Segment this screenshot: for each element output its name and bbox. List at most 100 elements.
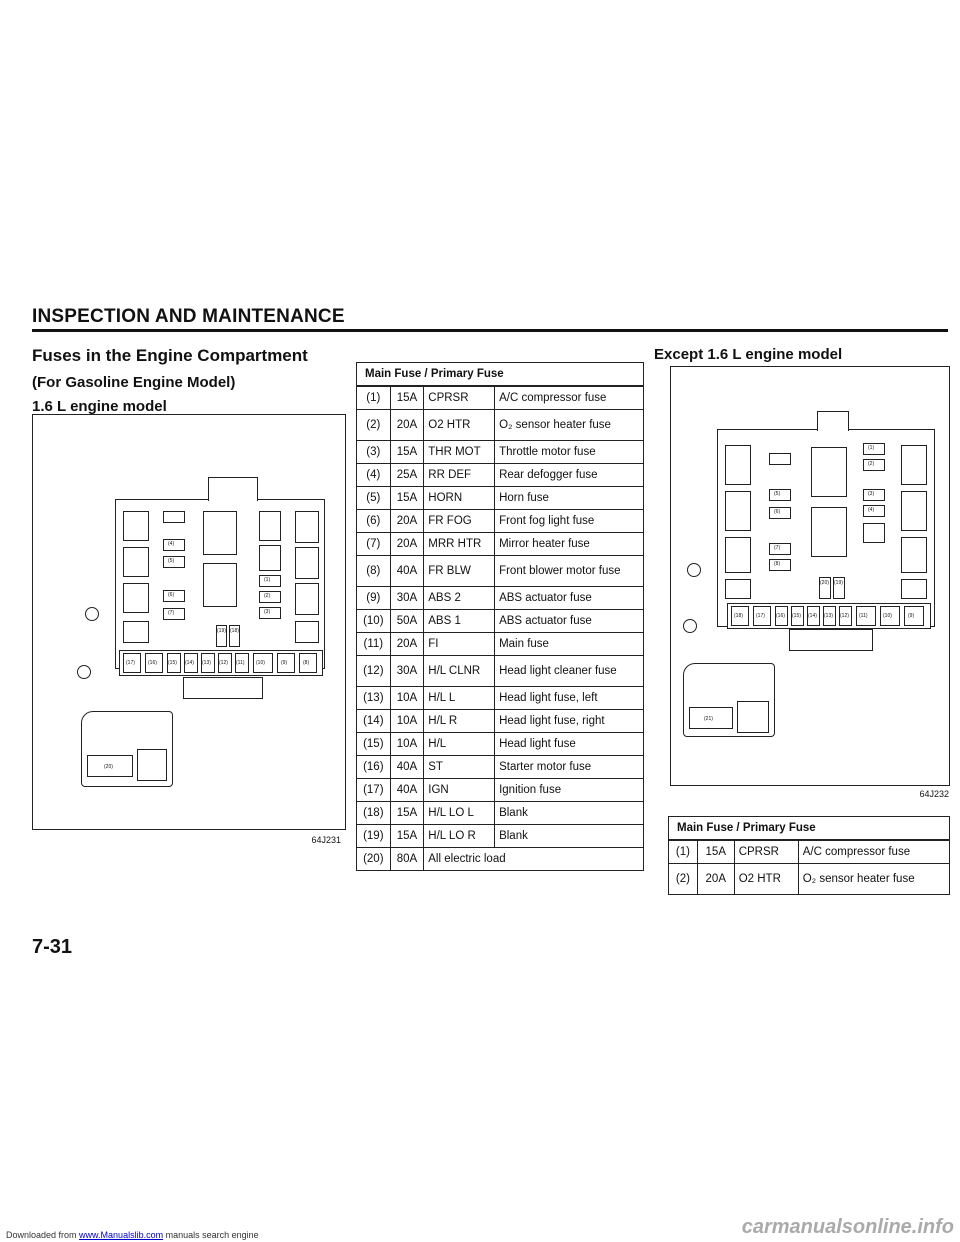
relay xyxy=(901,579,927,599)
cell-no: (4) xyxy=(356,463,391,487)
cell-no: (19) xyxy=(356,824,391,848)
cell-code: H/L L xyxy=(423,686,496,710)
fuse-12: (12) xyxy=(218,653,232,673)
fuse-9: (9) xyxy=(277,653,295,673)
cell-no: (11) xyxy=(356,632,391,656)
mount-hole xyxy=(77,665,91,679)
cell-desc: ABS actuator fuse xyxy=(494,586,644,610)
cell-desc: Blank xyxy=(494,824,644,848)
cell-amp: 25A xyxy=(389,463,425,487)
relay xyxy=(901,537,927,573)
fuse-19: (19) xyxy=(833,577,845,599)
cell-code: FR BLW xyxy=(423,555,496,587)
cell-amp: 10A xyxy=(389,709,425,733)
relay xyxy=(295,547,319,579)
table-title: Main Fuse / Primary Fuse xyxy=(356,362,644,387)
cell-desc: Main fuse xyxy=(494,632,644,656)
cell-no: (8) xyxy=(356,555,391,587)
cell-code: FR FOG xyxy=(423,509,496,533)
cell-code: O2 HTR xyxy=(733,863,799,895)
relay xyxy=(725,537,751,573)
fuse-16: (16) xyxy=(775,606,788,626)
relay xyxy=(123,511,149,541)
page-number: 7-31 xyxy=(32,936,73,958)
fuse-4: (4) xyxy=(863,505,885,517)
page-heading: Fuses in the Engine Compartment xyxy=(32,346,308,365)
fuse-13: (13) xyxy=(823,606,836,626)
fuse-17: (17) xyxy=(123,653,141,673)
fuse-slot xyxy=(163,511,185,523)
fuse-13: (13) xyxy=(201,653,215,673)
cell-code: ST xyxy=(423,755,496,779)
relay xyxy=(863,523,885,543)
fuse-6: (6) xyxy=(163,590,185,602)
relay xyxy=(725,445,751,485)
cell-code: H/L R xyxy=(423,709,496,733)
cell-no: (14) xyxy=(356,709,391,733)
mount-hole xyxy=(683,619,697,633)
cell-amp: 15A xyxy=(389,385,425,410)
fuse-8: (8) xyxy=(299,653,317,673)
cell-no: (9) xyxy=(356,586,391,610)
cell-amp: 15A xyxy=(389,440,425,464)
cell-no: (16) xyxy=(356,755,391,779)
relay xyxy=(123,621,149,643)
cell-no: (2) xyxy=(668,863,698,895)
fuse-box-tab xyxy=(817,411,849,431)
fuse-14: (14) xyxy=(807,606,820,626)
cell-amp: 50A xyxy=(389,609,425,633)
relay xyxy=(203,511,237,555)
fuse-9: (9) xyxy=(904,606,924,626)
cell-desc: Ignition fuse xyxy=(494,778,644,802)
fuse-15: (15) xyxy=(167,653,181,673)
manualslib-link[interactable]: www.Manualslib.com xyxy=(79,1230,164,1240)
relay xyxy=(123,583,149,613)
relay xyxy=(811,507,847,557)
cell-no: (15) xyxy=(356,732,391,756)
subheading: (For Gasoline Engine Model) xyxy=(32,374,236,391)
cell-amp: 10A xyxy=(389,732,425,756)
cell-no: (1) xyxy=(356,385,391,410)
cell-no: (3) xyxy=(356,440,391,464)
fuse-11: (11) xyxy=(856,606,876,626)
cell-desc: Head light fuse xyxy=(494,732,644,756)
cell-amp: 30A xyxy=(389,655,425,687)
left-model-label: 1.6 L engine model xyxy=(32,398,167,415)
figure-code: 64J231 xyxy=(311,835,341,845)
cell-code: RR DEF xyxy=(423,463,496,487)
relay xyxy=(811,447,847,497)
cell-code: MRR HTR xyxy=(423,532,496,556)
fuse-7: (7) xyxy=(769,543,791,555)
mount-hole xyxy=(687,563,701,577)
cell-desc: Horn fuse xyxy=(494,486,644,510)
cell-desc: ABS actuator fuse xyxy=(494,609,644,633)
relay xyxy=(901,491,927,531)
relay xyxy=(901,445,927,485)
cell-code: HORN xyxy=(423,486,496,510)
fuse-16: (16) xyxy=(145,653,163,673)
relay xyxy=(123,547,149,577)
cell-code: ABS 2 xyxy=(423,586,496,610)
connector xyxy=(183,677,263,699)
cell-desc: Head light fuse, left xyxy=(494,686,644,710)
cell-amp: 20A xyxy=(389,532,425,556)
cell-amp: 15A xyxy=(389,824,425,848)
cell-no: (18) xyxy=(356,801,391,825)
relay xyxy=(295,621,319,643)
cell-amp: 15A xyxy=(389,801,425,825)
fuse-18: (18) xyxy=(731,606,749,626)
connector xyxy=(789,629,873,651)
